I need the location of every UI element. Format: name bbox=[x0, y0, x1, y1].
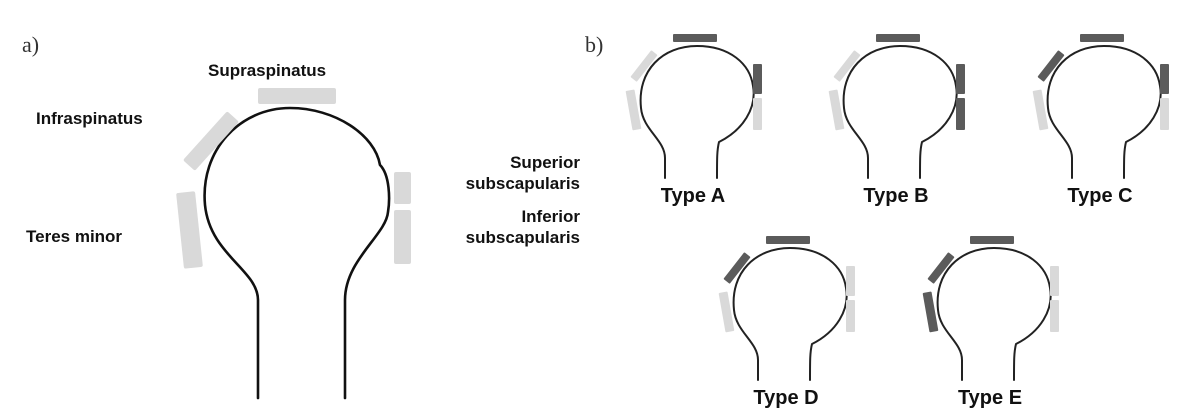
type-b-diagram: Type B bbox=[828, 34, 965, 207]
infraspinatus-bar bbox=[183, 111, 239, 171]
type-c-label: Type C bbox=[1067, 185, 1132, 207]
inferior-subscapularis-bar bbox=[1160, 98, 1169, 130]
supraspinatus-bar bbox=[673, 34, 717, 42]
superior-subscapularis-label-line1: Superior bbox=[510, 153, 580, 172]
superior-subscapularis-bar bbox=[1160, 64, 1169, 94]
type-c-diagram: Type C bbox=[1032, 34, 1169, 207]
infraspinatus-bar bbox=[833, 50, 861, 82]
type-b-label: Type B bbox=[863, 185, 928, 207]
humeral-head-outline bbox=[842, 45, 958, 179]
infraspinatus-bar bbox=[723, 252, 751, 284]
superior-subscapularis-bar bbox=[846, 266, 855, 296]
inferior-subscapularis-bar bbox=[753, 98, 762, 130]
superior-subscapularis-label-line2: subscapularis bbox=[466, 174, 580, 193]
humeral-head-outline bbox=[936, 247, 1052, 381]
superior-subscapularis-bar bbox=[394, 172, 411, 204]
humeral-head-outline bbox=[203, 106, 391, 400]
humeral-head-outline bbox=[1046, 45, 1162, 179]
type-a-label: Type A bbox=[661, 185, 725, 207]
supraspinatus-bar bbox=[258, 88, 336, 104]
supraspinatus-bar bbox=[1080, 34, 1124, 42]
inferior-subscapularis-bar bbox=[1050, 300, 1059, 332]
inferior-subscapularis-bar bbox=[394, 210, 411, 264]
supraspinatus-label: Supraspinatus bbox=[208, 61, 326, 80]
inferior-subscapularis-label-line1: Inferior bbox=[521, 207, 580, 226]
panel-a-label: a) bbox=[22, 32, 39, 57]
humeral-head-outline bbox=[639, 45, 755, 179]
infraspinatus-label: Infraspinatus bbox=[36, 109, 143, 128]
type-d-diagram: Type D bbox=[718, 236, 855, 409]
supraspinatus-bar bbox=[876, 34, 920, 42]
panel-b-label: b) bbox=[585, 32, 603, 57]
infraspinatus-bar bbox=[927, 252, 955, 284]
infraspinatus-bar bbox=[1037, 50, 1065, 82]
inferior-subscapularis-label-line2: subscapularis bbox=[466, 228, 580, 247]
type-e-label: Type E bbox=[958, 387, 1022, 409]
teres-minor-bar bbox=[625, 89, 642, 131]
infraspinatus-bar bbox=[630, 50, 658, 82]
teres-minor-bar bbox=[176, 191, 203, 269]
tear-types: Type A Type B Type C Type D Type E bbox=[625, 34, 1169, 409]
type-a-diagram: Type A bbox=[625, 34, 762, 207]
type-e-diagram: Type E bbox=[922, 236, 1059, 409]
superior-subscapularis-bar bbox=[956, 64, 965, 94]
inferior-subscapularis-bar bbox=[846, 300, 855, 332]
humeral-head-outline bbox=[732, 247, 848, 381]
panel-b: b) Type A Type B Type C Type D Type E bbox=[585, 32, 1169, 409]
teres-minor-bar bbox=[922, 291, 939, 333]
panel-a: a) Supraspinatus Infraspinatus Teres min… bbox=[22, 32, 580, 400]
teres-minor-bar bbox=[1032, 89, 1049, 131]
teres-minor-label: Teres minor bbox=[26, 227, 122, 246]
supraspinatus-bar bbox=[766, 236, 810, 244]
superior-subscapularis-bar bbox=[753, 64, 762, 94]
supraspinatus-bar bbox=[970, 236, 1014, 244]
superior-subscapularis-bar bbox=[1050, 266, 1059, 296]
teres-minor-bar bbox=[718, 291, 735, 333]
type-d-label: Type D bbox=[753, 387, 818, 409]
teres-minor-bar bbox=[828, 89, 845, 131]
inferior-subscapularis-bar bbox=[956, 98, 965, 130]
